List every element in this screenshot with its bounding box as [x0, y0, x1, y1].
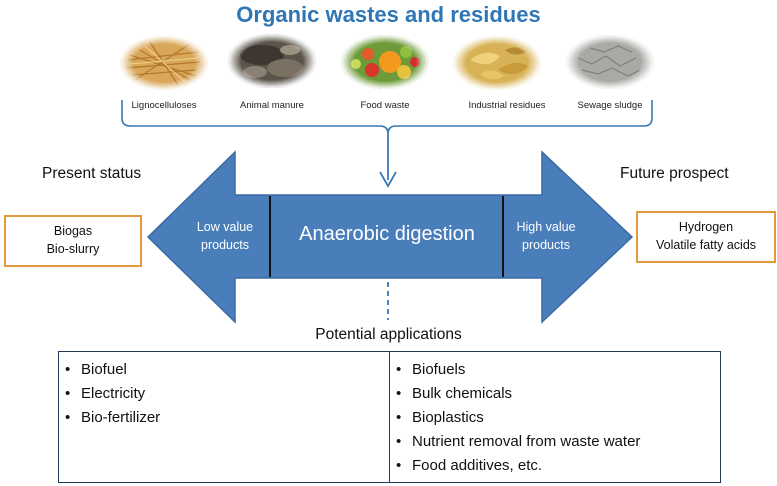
list-item: Biofuel — [59, 358, 389, 382]
anaerobic-digestion-text: Anaerobic digestion — [299, 223, 475, 245]
waste-label-sewage-sludge: Sewage sludge — [577, 100, 643, 111]
sludge-icon — [566, 35, 654, 89]
low-value-line2: products — [201, 238, 249, 252]
low-value-line1: Low value — [196, 220, 254, 234]
waste-label-food-waste: Food waste — [360, 100, 410, 111]
manure-icon — [228, 34, 316, 88]
waste-label-lignocelluloses: Lignocelluloses — [131, 100, 197, 111]
list-item: Food additives, etc. — [390, 454, 720, 478]
double-arrow — [146, 150, 634, 324]
present-product-biogas: Biogas — [53, 224, 93, 238]
waste-bracket — [121, 100, 653, 135]
list-item: Bio-fertilizer — [59, 406, 389, 430]
applications-heading: Potential applications — [315, 326, 462, 343]
list-item: Electricity — [59, 382, 389, 406]
waste-images — [120, 34, 654, 90]
future-product-hydrogen: Hydrogen — [678, 220, 734, 234]
diagram-title: Organic wastes and residues — [236, 2, 541, 27]
list-item: Bulk chemicals — [390, 382, 720, 406]
high-value-line2: products — [522, 238, 570, 252]
applications-right-list: Biofuels Bulk chemicals Bioplastics Nutr… — [390, 352, 720, 478]
present-status-heading: Present status — [42, 165, 142, 182]
waste-label-animal-manure: Animal manure — [240, 100, 304, 111]
future-prospect-heading: Future prospect — [620, 165, 729, 182]
down-arrow-head — [379, 171, 397, 188]
high-value-text: High value products — [503, 218, 589, 254]
industrial-residue-icon — [453, 36, 541, 90]
food-waste-icon — [341, 35, 429, 89]
list-item: Bioplastics — [390, 406, 720, 430]
high-value-line1: High value — [516, 220, 576, 234]
straw-icon — [120, 36, 208, 90]
applications-left-box: Biofuel Electricity Bio-fertilizer — [58, 351, 390, 483]
future-product-vfa: Volatile fatty acids — [655, 238, 757, 252]
applications-right-box: Biofuels Bulk chemicals Bioplastics Nutr… — [389, 351, 721, 483]
present-products-box: Biogas Bio-slurry — [4, 215, 142, 267]
present-product-bio-slurry: Bio-slurry — [46, 242, 100, 256]
low-value-text: Low value products — [180, 218, 270, 254]
list-item: Nutrient removal from waste water — [390, 430, 720, 454]
applications-left-list: Biofuel Electricity Bio-fertilizer — [59, 352, 389, 430]
list-item: Biofuels — [390, 358, 720, 382]
future-products-box: Hydrogen Volatile fatty acids — [636, 211, 776, 263]
waste-label-industrial-residues: Industrial residues — [468, 100, 546, 111]
